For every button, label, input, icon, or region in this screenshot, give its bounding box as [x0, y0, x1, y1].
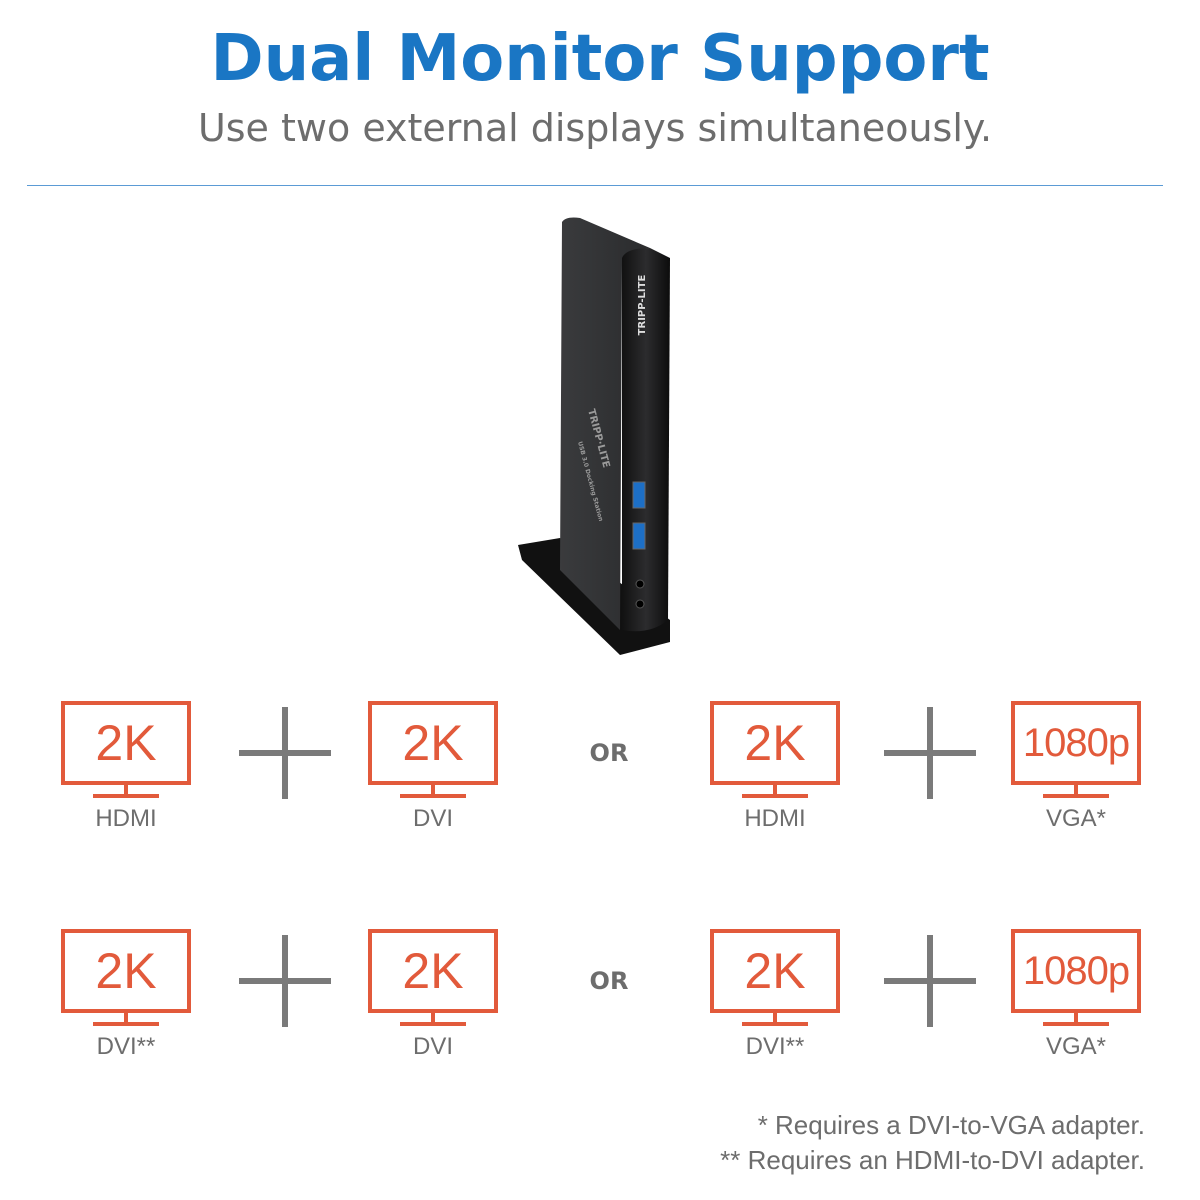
monitor-icon: 1080p VGA*	[1011, 701, 1141, 841]
monitor-stand	[773, 785, 777, 795]
port-label: HDMI	[744, 805, 806, 832]
monitor-base	[93, 1022, 159, 1026]
resolution-label: 2K	[61, 701, 191, 785]
monitor-base	[1043, 794, 1109, 798]
port-label: HDMI	[95, 805, 157, 832]
monitor-icon: 2K DVI	[368, 929, 498, 1069]
monitor-stand	[1074, 1013, 1078, 1023]
divider	[27, 185, 1163, 186]
plus-icon	[884, 707, 976, 799]
page-subtitle: Use two external displays simultaneously…	[197, 106, 993, 150]
resolution-label: 2K	[710, 929, 840, 1013]
monitor-base	[1043, 1022, 1109, 1026]
monitor-stand	[773, 1013, 777, 1023]
port-label: DVI**	[96, 1033, 156, 1060]
monitor-icon: 2K DVI	[368, 701, 498, 841]
monitor-stand	[431, 785, 435, 795]
monitor-stand	[431, 1013, 435, 1023]
plus-icon	[884, 935, 976, 1027]
resolution-label: 2K	[368, 701, 498, 785]
port-label: DVI	[412, 805, 453, 832]
or-label: OR	[589, 739, 629, 767]
brand-logo: TRIPP-LITE	[637, 275, 648, 336]
or-label: OR	[589, 967, 629, 995]
resolution-label: 2K	[61, 929, 191, 1013]
monitor-icon: 2K HDMI	[61, 701, 191, 841]
plus-icon	[239, 707, 331, 799]
monitor-base	[742, 1022, 808, 1026]
port-label: DVI**	[745, 1033, 805, 1060]
footnote-dvi: ** Requires an HDMI-to-DVI adapter.	[720, 1145, 1145, 1175]
monitor-base	[742, 794, 808, 798]
docking-station-image: TRIPP-LITE TRIPP·LITE USB 3.0 Docking St…	[518, 217, 670, 655]
resolution-label: 2K	[368, 929, 498, 1013]
port-label: VGA*	[1045, 805, 1107, 832]
monitor-base	[400, 1022, 466, 1026]
port-label: DVI	[412, 1033, 453, 1060]
monitor-icon: 1080p VGA*	[1011, 929, 1141, 1069]
monitor-stand	[1074, 785, 1078, 795]
resolution-label: 1080p	[1011, 701, 1141, 785]
plus-icon	[239, 935, 331, 1027]
monitor-base	[93, 794, 159, 798]
resolution-label: 2K	[710, 701, 840, 785]
page-title: Dual Monitor Support	[210, 22, 990, 96]
monitor-stand	[124, 1013, 128, 1023]
monitor-icon: 2K DVI**	[710, 929, 840, 1069]
monitor-icon: 2K HDMI	[710, 701, 840, 841]
footnote-vga: * Requires a DVI-to-VGA adapter.	[757, 1110, 1145, 1140]
monitor-base	[400, 794, 466, 798]
monitor-icon: 2K DVI**	[61, 929, 191, 1069]
resolution-label: 1080p	[1011, 929, 1141, 1013]
monitor-stand	[124, 785, 128, 795]
port-label: VGA*	[1045, 1033, 1107, 1060]
